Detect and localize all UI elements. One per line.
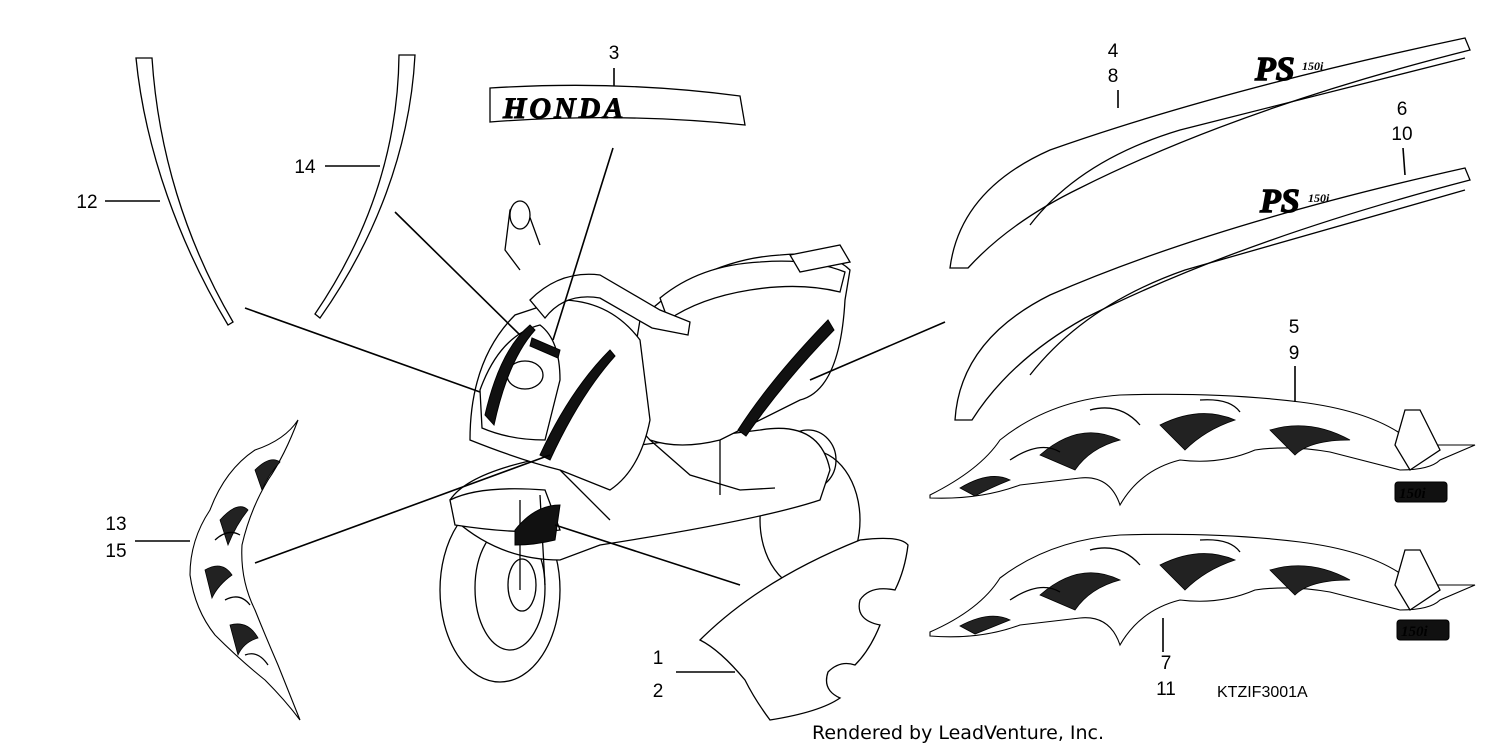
callout-14: 14 <box>294 157 316 178</box>
stripe-part-12[interactable] <box>135 57 234 326</box>
callout-10: 10 <box>1391 124 1412 145</box>
callout-1: 1 <box>653 648 664 669</box>
emblem-text: HONDA <box>502 92 626 125</box>
honda-emblem-part-3[interactable]: HONDA <box>489 84 746 126</box>
render-credit: Rendered by LeadVenture, Inc. <box>812 722 1104 744</box>
callout-13: 13 <box>105 514 126 535</box>
callout-11: 11 <box>1156 679 1176 700</box>
flame-logo-upper-sub: 150i <box>1399 486 1427 502</box>
ps-logo-lower: PS <box>1259 183 1300 220</box>
callout-4: 4 <box>1108 41 1119 62</box>
flame-decal-part-5-9[interactable]: 150i <box>929 393 1476 507</box>
callout-9: 9 <box>1289 343 1300 364</box>
callout-3: 3 <box>609 43 620 64</box>
scooter-illustration <box>439 200 861 683</box>
callout-5: 5 <box>1289 317 1300 338</box>
callout-8: 8 <box>1108 66 1119 87</box>
leader-lines <box>105 68 1406 673</box>
flame-decal-part-13-15[interactable] <box>189 419 301 721</box>
pinstripe-part-6-10[interactable]: PS 150i <box>954 167 1471 421</box>
flame-decal-part-7-11[interactable]: 150i <box>929 533 1476 647</box>
callout-labels: 3 4 8 6 10 5 9 7 11 12 14 13 15 1 2 <box>76 41 1412 702</box>
patch-part-1-2[interactable] <box>698 537 909 721</box>
callout-15: 15 <box>105 541 126 562</box>
callout-6: 6 <box>1397 99 1408 120</box>
pinstripe-part-4-8[interactable]: PS 150i <box>949 37 1471 269</box>
ps-logo-upper: PS <box>1254 51 1295 88</box>
stripe-part-14[interactable] <box>314 54 416 319</box>
ps-logo-lower-sub: 150i <box>1308 191 1330 205</box>
ps-logo-upper-sub: 150i <box>1302 59 1324 73</box>
callout-2: 2 <box>653 681 664 702</box>
callout-12: 12 <box>76 192 97 213</box>
flame-logo-lower-sub: 150i <box>1401 624 1429 640</box>
callout-7: 7 <box>1161 653 1172 674</box>
diagram-code: KTZIF3001A <box>1217 684 1308 701</box>
